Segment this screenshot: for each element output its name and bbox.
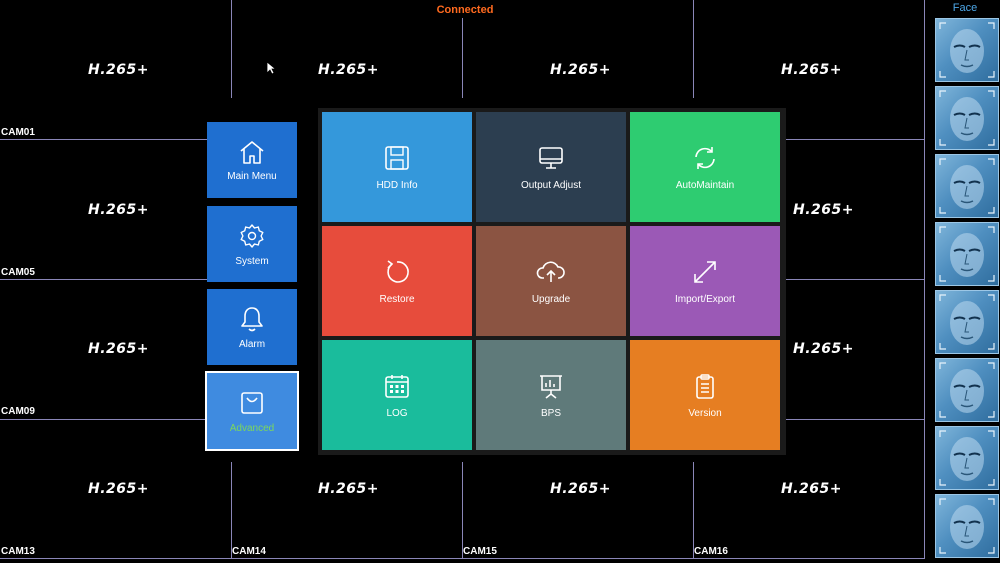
tile-label: Version: [688, 407, 722, 419]
codec-label: H.265+: [88, 62, 149, 78]
face-thumbnail[interactable]: [935, 154, 999, 218]
calendar-icon: [385, 374, 409, 398]
expand-arrows-icon: [694, 260, 716, 283]
face-thumbnail[interactable]: [935, 358, 999, 422]
codec-label: H.265+: [781, 481, 842, 497]
face-icon: [939, 158, 995, 214]
face-thumbnail[interactable]: [935, 222, 999, 286]
cloud-upload-icon: [536, 260, 565, 282]
face-icon: [939, 430, 995, 486]
grid-divider: [693, 462, 694, 558]
advanced-menu-panel: HDD Info Output Adjust AutoMaintain Rest…: [318, 108, 786, 455]
grid-divider: [231, 0, 232, 98]
side-menu-label: Advanced: [229, 422, 275, 434]
tile-automaintain[interactable]: AutoMaintain: [630, 112, 780, 222]
monitor-icon: [539, 146, 563, 169]
tile-label: HDD Info: [376, 179, 418, 191]
side-menu-main-menu[interactable]: Main Menu: [207, 122, 297, 198]
tile-version[interactable]: Version: [630, 340, 780, 450]
codec-label: H.265+: [88, 202, 149, 218]
camera-grid: H.265+ H.265+ H.265+ H.265+ H.265+ H.265…: [0, 0, 925, 559]
side-menu-alarm[interactable]: Alarm: [207, 289, 297, 365]
grid-divider: [786, 419, 925, 420]
face-icon: [939, 226, 995, 282]
side-menu-system[interactable]: System: [207, 206, 297, 282]
grid-divider: [231, 462, 232, 558]
presentation-icon: [540, 374, 562, 399]
tile-label: Import/Export: [674, 293, 736, 305]
camera-label: CAM05: [1, 267, 35, 278]
grid-divider: [0, 558, 925, 559]
tile-label: Upgrade: [531, 293, 571, 305]
codec-label: H.265+: [793, 202, 854, 218]
camera-label: CAM14: [232, 546, 266, 557]
restore-icon: [387, 259, 409, 283]
connection-status: Connected: [436, 4, 494, 16]
tile-label: BPS: [540, 407, 561, 419]
tile-bps[interactable]: BPS: [476, 340, 626, 450]
codec-label: H.265+: [793, 341, 854, 357]
camera-label: CAM13: [1, 546, 35, 557]
tile-output-adjust[interactable]: Output Adjust: [476, 112, 626, 222]
codec-label: H.265+: [550, 62, 611, 78]
grid-divider: [0, 419, 207, 420]
face-icon: [939, 294, 995, 350]
codec-label: H.265+: [318, 62, 379, 78]
side-menu-label: Alarm: [238, 338, 266, 350]
grid-divider: [786, 279, 925, 280]
gear-icon: [240, 223, 264, 248]
face-panel-title: Face: [952, 2, 978, 14]
face-thumbnail[interactable]: [935, 290, 999, 354]
codec-label: H.265+: [88, 481, 149, 497]
side-menu-label: Main Menu: [227, 170, 277, 182]
grid-divider: [462, 18, 463, 98]
codec-label: H.265+: [318, 481, 379, 497]
bell-icon: [241, 306, 263, 331]
tile-label: LOG: [386, 407, 408, 419]
codec-label: H.265+: [88, 341, 149, 357]
tile-label: Restore: [379, 293, 415, 305]
tile-hdd-info[interactable]: HDD Info: [322, 112, 472, 222]
face-thumbnail[interactable]: [935, 426, 999, 490]
face-panel: Face: [930, 0, 1000, 563]
camera-label: CAM01: [1, 127, 35, 138]
bag-icon: [241, 391, 263, 414]
tile-upgrade[interactable]: Upgrade: [476, 226, 626, 336]
face-thumbnail[interactable]: [935, 86, 999, 150]
codec-label: H.265+: [781, 62, 842, 78]
camera-label: CAM09: [1, 406, 35, 417]
home-icon: [240, 140, 264, 164]
face-icon: [939, 498, 995, 554]
camera-label: CAM16: [694, 546, 728, 557]
face-icon: [939, 362, 995, 418]
grid-divider: [0, 139, 207, 140]
grid-divider: [0, 279, 207, 280]
clipboard-icon: [696, 373, 714, 399]
face-thumbnail[interactable]: [935, 494, 999, 558]
side-menu-advanced[interactable]: Advanced: [205, 371, 299, 451]
grid-divider: [462, 462, 463, 558]
tile-label: AutoMaintain: [675, 179, 735, 191]
tile-restore[interactable]: Restore: [322, 226, 472, 336]
codec-label: H.265+: [550, 481, 611, 497]
grid-divider: [786, 139, 925, 140]
side-menu-label: System: [235, 255, 269, 267]
face-icon: [939, 22, 995, 78]
tile-label: Output Adjust: [520, 179, 582, 191]
face-icon: [939, 90, 995, 146]
face-thumbnail[interactable]: [935, 18, 999, 82]
floppy-disk-icon: [385, 145, 409, 170]
refresh-icon: [695, 146, 715, 169]
tile-import-export[interactable]: Import/Export: [630, 226, 780, 336]
grid-divider: [693, 0, 694, 98]
mouse-cursor-icon: [266, 61, 276, 75]
tile-log[interactable]: LOG: [322, 340, 472, 450]
camera-label: CAM15: [463, 546, 497, 557]
